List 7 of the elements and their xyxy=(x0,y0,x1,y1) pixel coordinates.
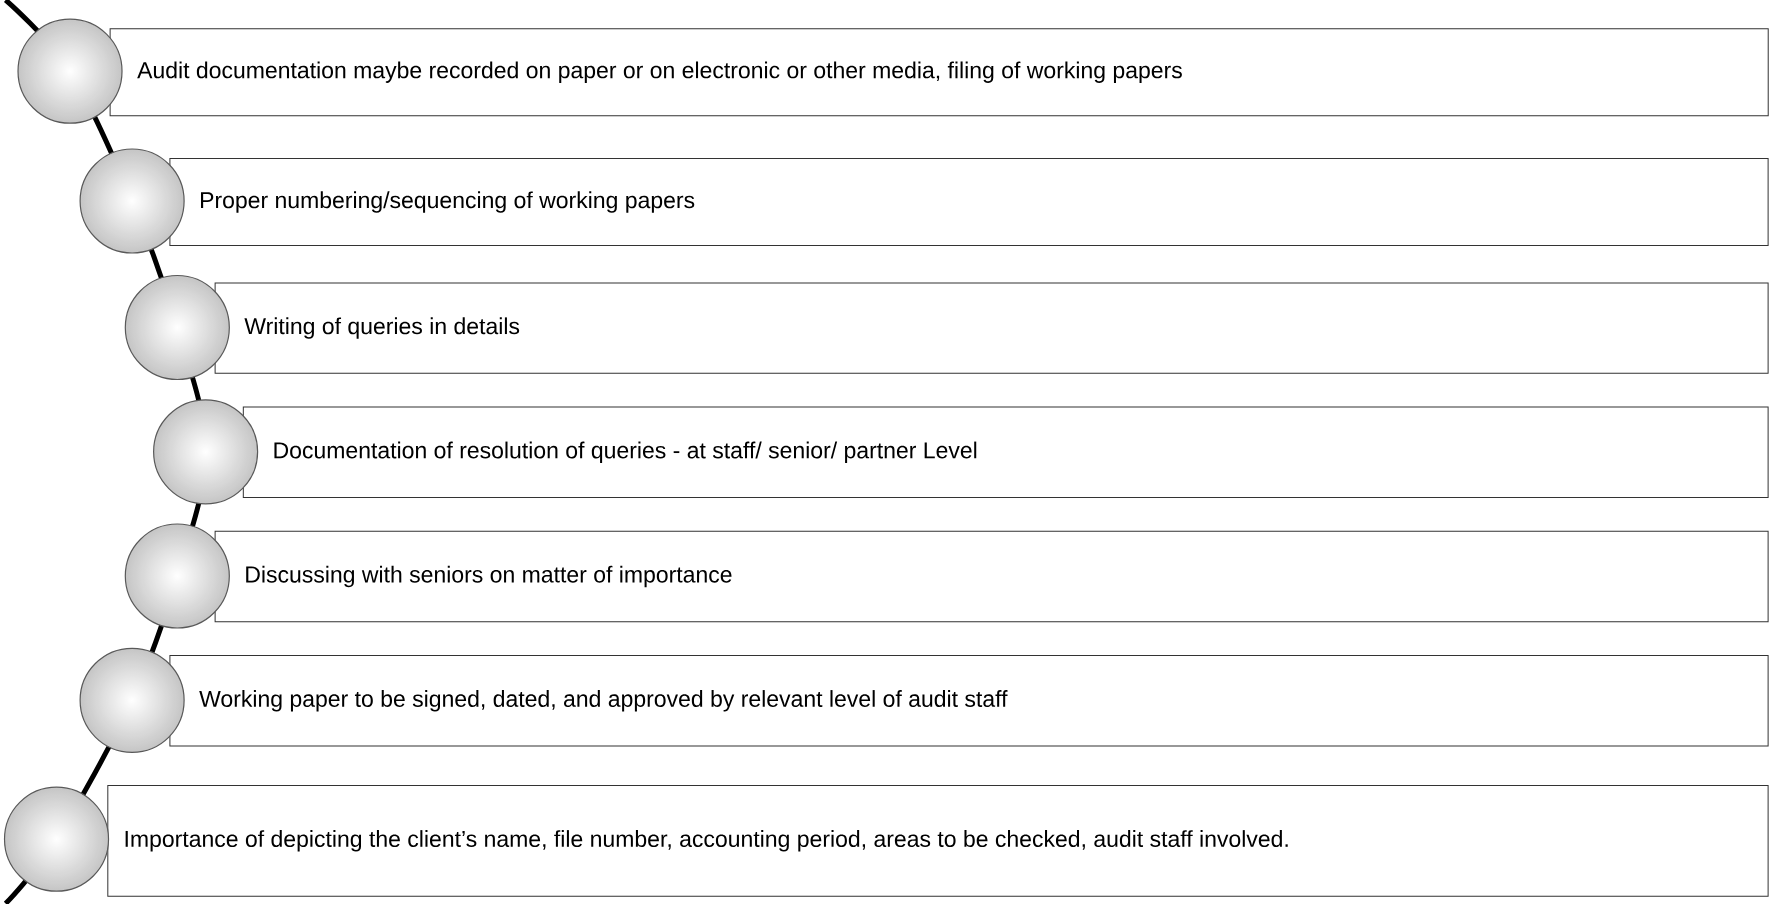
step-box: Writing of queries in details xyxy=(214,282,1769,374)
step-box: Discussing with seniors on matter of importance xyxy=(214,530,1769,623)
step-box: Proper numbering/sequencing of working papers xyxy=(169,158,1769,247)
step-box: Audit documentation maybe recorded on paper or on electronic or other media, filing of working papers xyxy=(109,28,1769,117)
step-box: Importance of depicting the client’s name, file number, accounting period, areas to be checked, audit staff involved. xyxy=(107,785,1769,897)
step-box: Documentation of resolution of queries - at staff/ senior/ partner Level xyxy=(242,406,1769,498)
step-box: Working paper to be signed, dated, and approved by relevant level of audit staff xyxy=(169,655,1769,747)
